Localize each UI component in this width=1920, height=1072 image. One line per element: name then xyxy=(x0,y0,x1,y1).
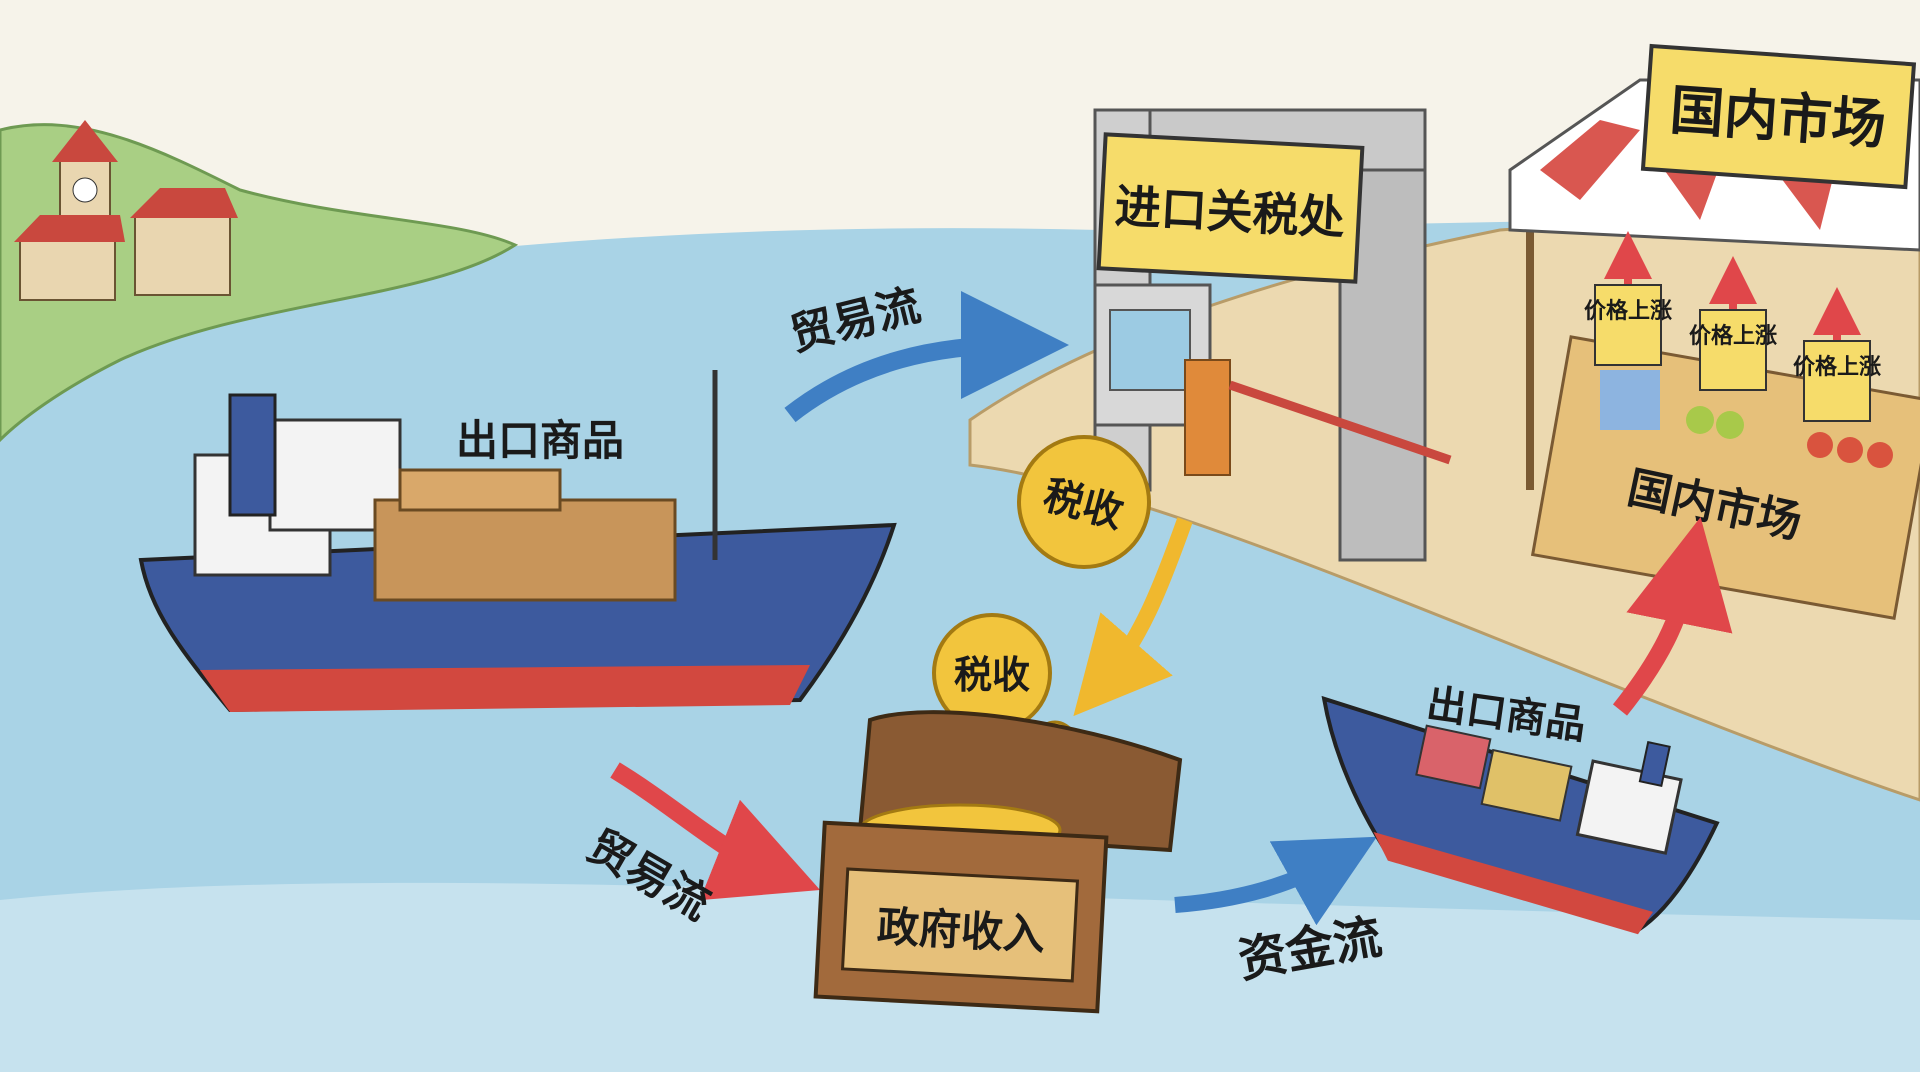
town-icon xyxy=(14,120,238,301)
government-revenue-label: 政府收入 xyxy=(876,902,1046,960)
hill-land xyxy=(0,123,519,443)
tax-coin-1 xyxy=(1017,435,1151,569)
big-cargo-ship xyxy=(138,370,897,713)
customs-sign xyxy=(1096,132,1365,284)
treasure-chest xyxy=(813,710,1183,1014)
customs-sign-label: 进口关税处 xyxy=(1114,179,1347,245)
tax-flow-arrow xyxy=(1073,517,1193,717)
barrier-arm xyxy=(1228,380,1452,465)
big-ship-label: 出口商品 xyxy=(456,416,624,465)
price-tag: 价格上涨 xyxy=(1793,287,1881,422)
tax-coin-2-label: 税收 xyxy=(954,653,1030,697)
market-top-sign xyxy=(1640,43,1917,190)
money-flow-arrow xyxy=(1174,836,1377,926)
price-tag-label-2: 价格上涨 xyxy=(1689,323,1777,349)
price-tag: 价格上涨 xyxy=(1584,231,1672,366)
price-tag-label-1: 价格上涨 xyxy=(1584,298,1672,324)
trade-flow-arrow-bottom xyxy=(610,762,821,901)
price-tag: 价格上涨 xyxy=(1689,256,1777,391)
market-supply-arrow xyxy=(1612,517,1733,716)
small-cargo-ship xyxy=(1321,695,1720,935)
price-tag-label-3: 价格上涨 xyxy=(1793,354,1881,380)
trade-flow-arrow-top xyxy=(784,291,1069,423)
market-top-sign-label: 国内市场 xyxy=(1668,79,1888,157)
